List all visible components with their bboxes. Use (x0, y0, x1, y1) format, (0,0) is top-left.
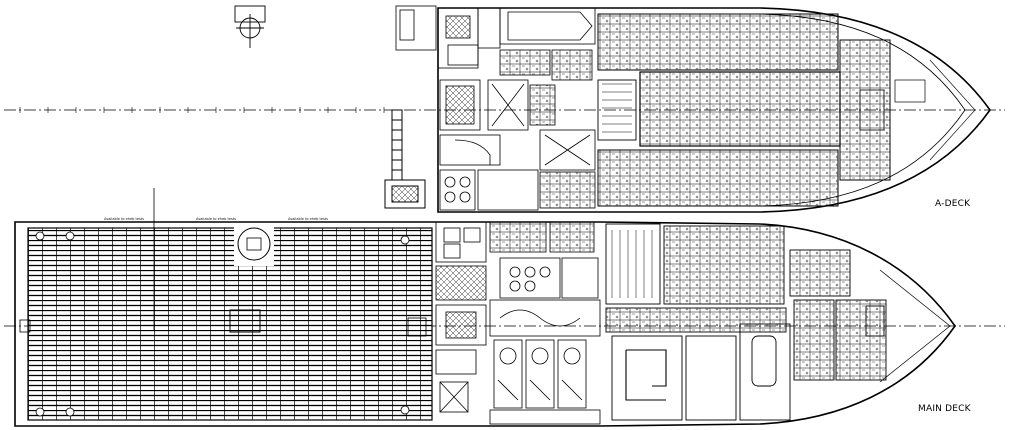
a-deck-aft-rooms (395, 5, 596, 211)
cargo-deck: Available to eheb tests Available to ehe… (19, 217, 433, 421)
crane-pedestal (384, 109, 426, 209)
a-deck-plan: A-DECK (4, 5, 1005, 213)
deck-stencil-3: Available to eheb tests (288, 217, 328, 221)
main-deck-accommodation (605, 223, 887, 421)
deck-stencil-1: Available to eheb tests (104, 217, 144, 221)
a-deck-label: A-DECK (935, 199, 971, 209)
deck-hatch-circle (237, 227, 271, 261)
main-deck-plan: Available to eheb tests Available to ehe… (4, 188, 1005, 427)
crane-symbol (234, 5, 266, 48)
a-deck-frame-ticks (19, 107, 385, 113)
a-deck-cabins (597, 13, 891, 207)
main-deck-label: MAIN DECK (918, 404, 972, 414)
main-deck-machinery (435, 221, 601, 425)
deck-stencil-2: Available to eheb tests (196, 217, 236, 221)
main-deck-hull-outline (14, 221, 956, 427)
